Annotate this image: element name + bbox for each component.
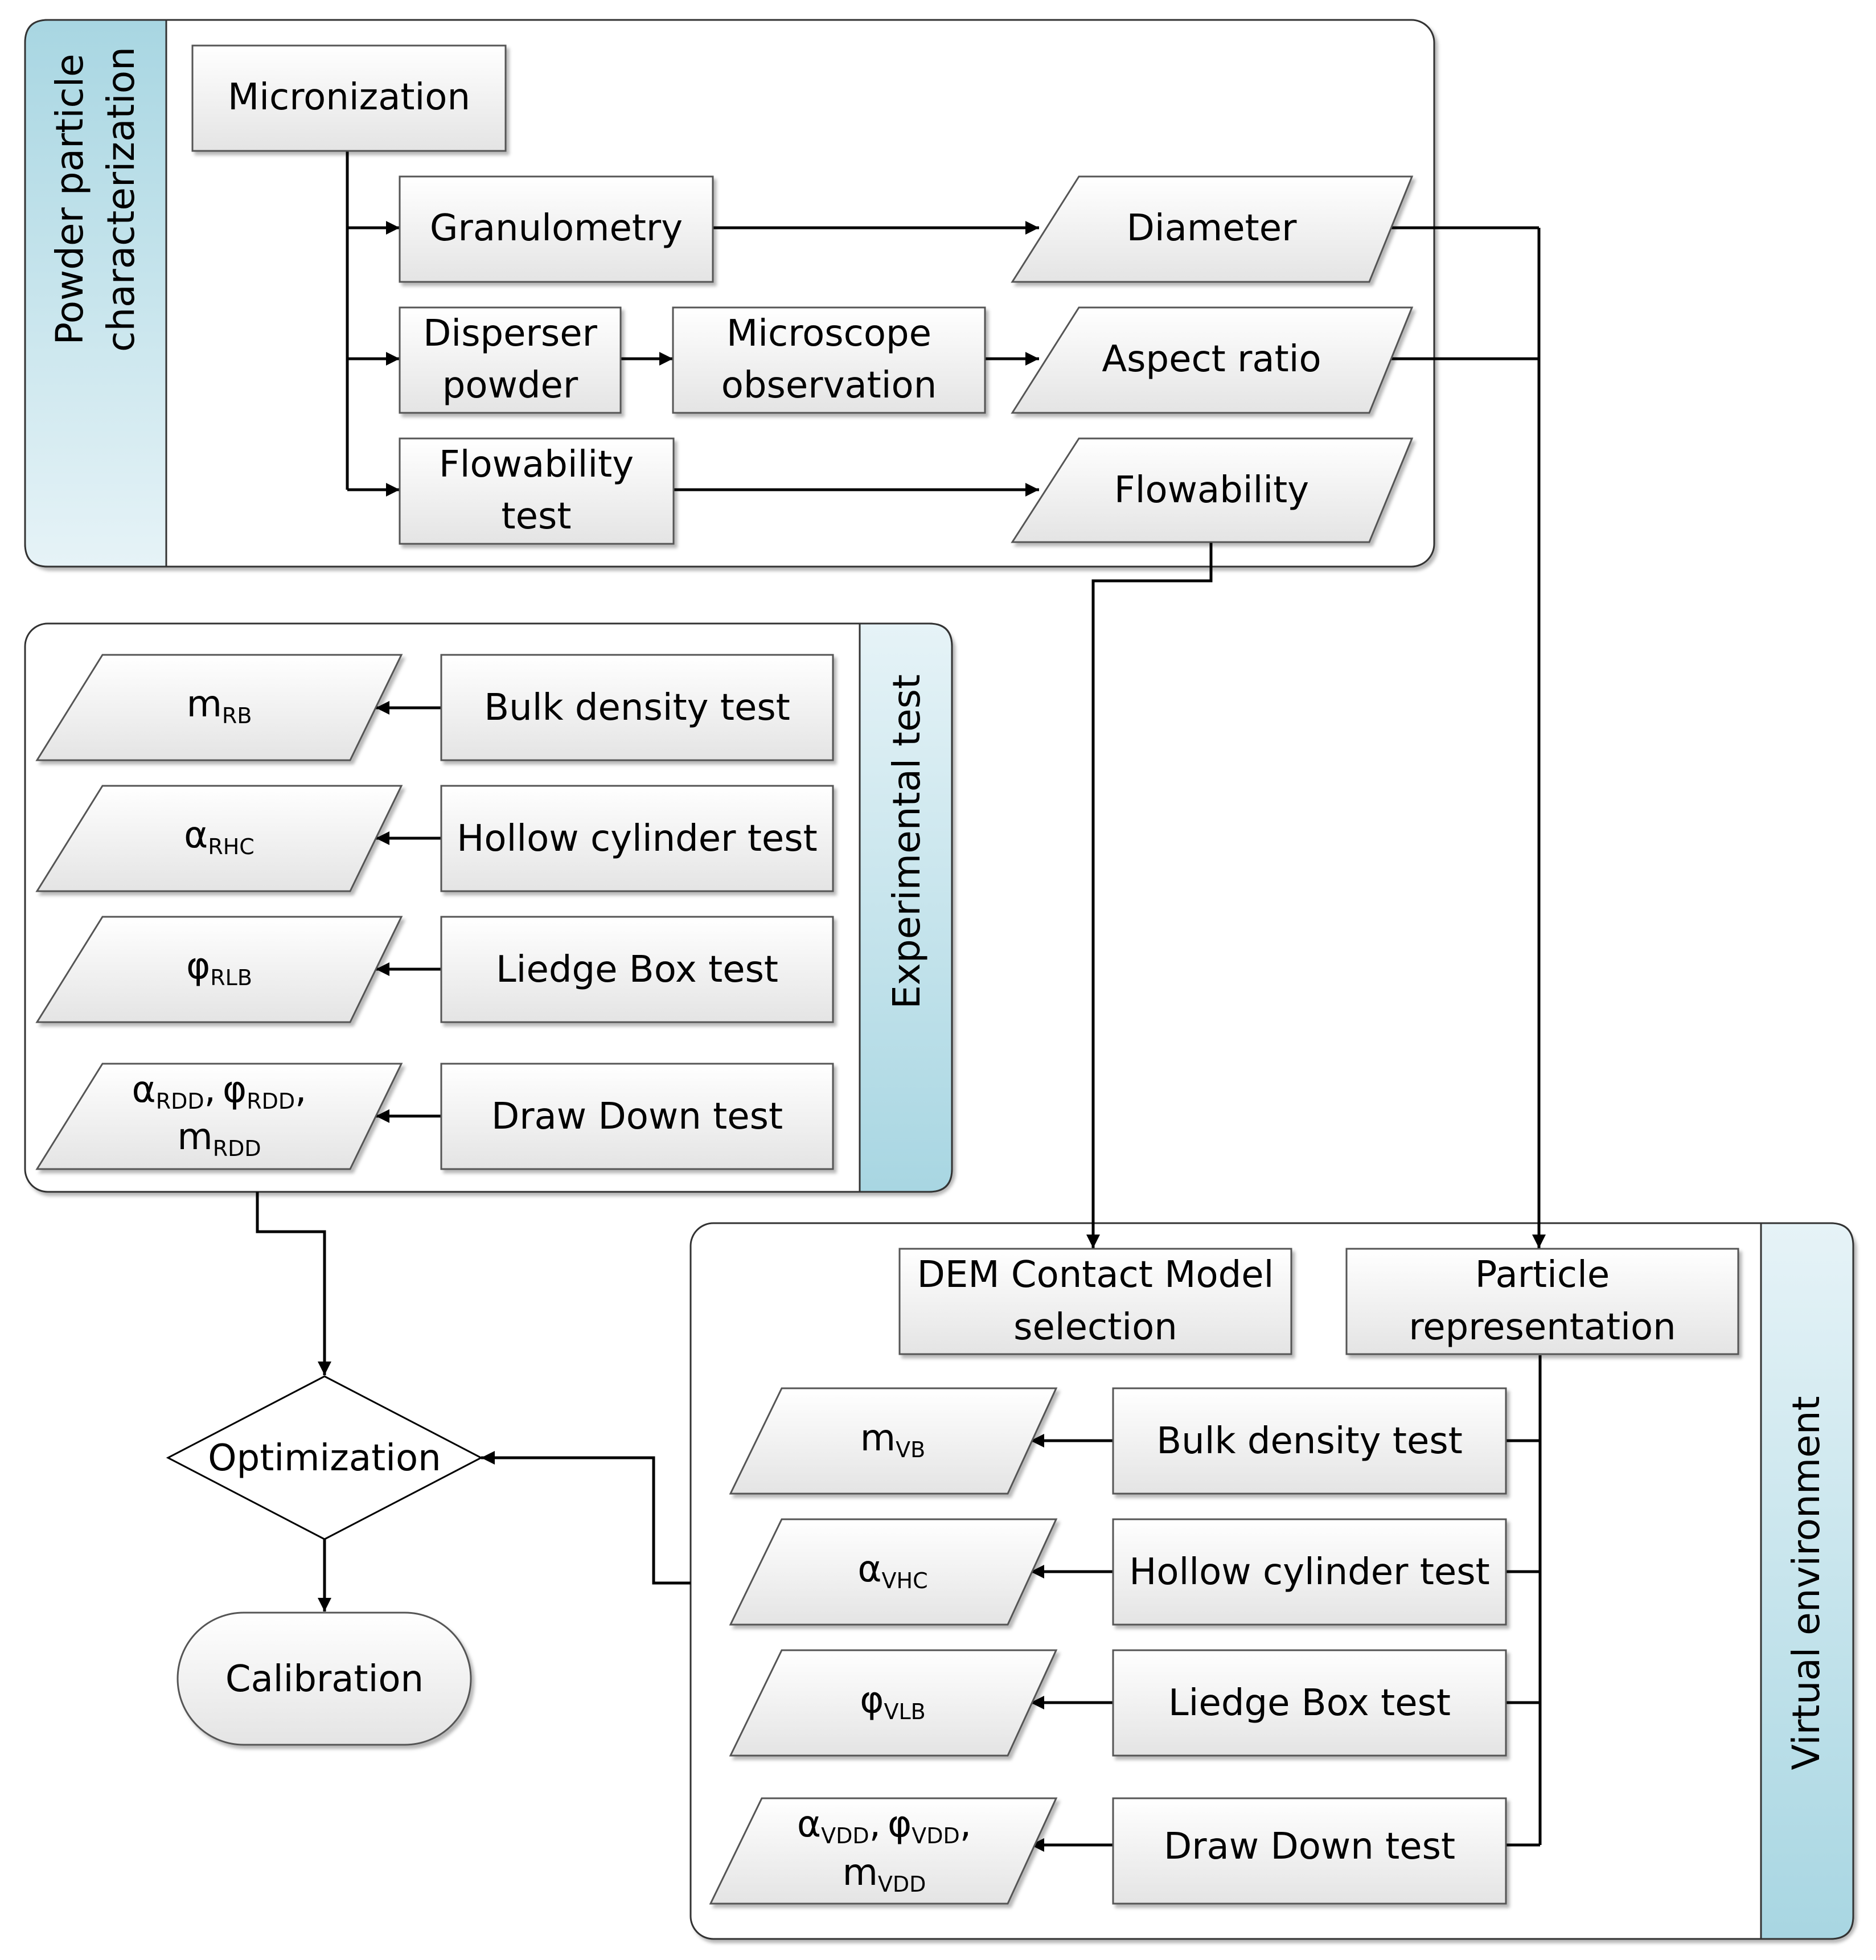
node-aspect-ratio: Aspect ratio (1011, 306, 1414, 414)
disperser-label-line1: Disperser (423, 313, 597, 355)
node-phi-vlb: φVLB (729, 1649, 1058, 1757)
virt-bulk-label: Bulk density test (1156, 1420, 1463, 1462)
dem-label-line1: DEM Contact Model (917, 1254, 1274, 1296)
arrow-flowability-dem (1086, 542, 1213, 1248)
node-exp-bulk-density-test: Bulk density test (440, 654, 834, 761)
node-diameter: Diameter (1011, 175, 1414, 283)
mrb-label: mRB (187, 683, 252, 728)
connectors (256, 151, 1546, 1852)
exp-liedge-label: Liedge Box test (496, 949, 778, 991)
phi-rlb-label: φRLB (186, 945, 252, 990)
aspect-ratio-label: Aspect ratio (1102, 338, 1321, 380)
calibration-label: Calibration (225, 1658, 424, 1700)
node-granulometry: Granulometry (399, 175, 714, 283)
disperser-label-line2: powder (442, 364, 578, 407)
powder-group-title-line2: characterization (99, 47, 143, 352)
exp-bulk-label: Bulk density test (484, 687, 790, 729)
node-virt-bulk-density-test: Bulk density test (1112, 1387, 1507, 1495)
node-virt-hollow-cylinder-test: Hollow cylinder test (1112, 1518, 1507, 1626)
rdd-label-line2: mRDD (177, 1116, 261, 1161)
node-vdd-results: αVDD,φVDD, mVDD (709, 1797, 1058, 1905)
node-alpha-vhc: αVHC (729, 1518, 1058, 1626)
diameter-label: Diameter (1127, 207, 1297, 249)
node-phi-rlb: φRLB (35, 916, 403, 1023)
micronization-label: Micronization (228, 76, 470, 118)
node-alpha-rhc: αRHC (35, 785, 403, 892)
node-micronization: Micronization (191, 44, 507, 152)
alpha-vhc-label: αVHC (857, 1548, 927, 1593)
arrow-experimental-optimization (256, 1192, 331, 1375)
node-flowability-test: Flowability test (399, 437, 675, 545)
particle-label-line1: Particle (1475, 1254, 1610, 1296)
exp-drawdown-label: Draw Down test (491, 1096, 783, 1138)
virt-hollow-label: Hollow cylinder test (1129, 1551, 1489, 1593)
group-powder-characterization: Powder particle characterization (24, 19, 1435, 568)
node-exp-draw-down-test: Draw Down test (440, 1063, 834, 1170)
phi-vlb-label: φVLB (860, 1679, 925, 1724)
node-exp-liedge-box-test: Liedge Box test (440, 916, 834, 1023)
mvb-label: mVB (860, 1417, 925, 1462)
node-disperser-powder: Disperser powder (399, 306, 622, 414)
node-microscope-observation: Microscope observation (672, 306, 986, 414)
flowability-label: Flowability (1114, 469, 1309, 511)
node-virt-draw-down-test: Draw Down test (1112, 1797, 1507, 1905)
node-rdd-results: αRDD,φRDD, mRDD (35, 1063, 403, 1170)
particle-label-line2: representation (1409, 1306, 1676, 1348)
dem-label-line2: selection (1013, 1306, 1177, 1348)
optimization-label: Optimization (208, 1437, 441, 1479)
virtual-group-title: Virtual environment (1784, 1396, 1828, 1770)
exp-hollow-label: Hollow cylinder test (457, 818, 817, 860)
microscope-label-line1: Microscope (726, 313, 931, 355)
arrow-virtual-optimization (481, 1451, 691, 1585)
virt-liedge-label: Liedge Box test (1168, 1682, 1451, 1724)
rdd-label-line1: αRDD,φRDD, (132, 1069, 307, 1114)
node-mrb: mRB (35, 654, 403, 761)
vdd-label-line1: αVDD,φVDD, (797, 1803, 971, 1848)
node-particle-representation: Particle representation (1345, 1248, 1739, 1355)
alpha-rhc-label: αRHC (184, 814, 254, 859)
node-exp-hollow-cylinder-test: Hollow cylinder test (440, 785, 834, 892)
node-calibration: Calibration (176, 1612, 472, 1746)
granulometry-label: Granulometry (430, 207, 683, 249)
node-virt-liedge-box-test: Liedge Box test (1112, 1649, 1507, 1757)
virt-drawdown-label: Draw Down test (1164, 1826, 1455, 1868)
experimental-group-title: Experimental test (885, 674, 929, 1009)
powder-group-title-line1: Powder particle (48, 54, 92, 345)
node-mvb: mVB (729, 1387, 1058, 1495)
microscope-label-line2: observation (721, 364, 937, 407)
flowability-test-label-line2: test (502, 495, 572, 538)
vdd-label-line2: mVDD (843, 1852, 926, 1897)
node-optimization: Optimization (166, 1375, 483, 1540)
flowability-test-label-line1: Flowability (439, 444, 634, 486)
group-experimental-test: Experimental test (24, 622, 953, 1193)
node-dem-contact-model: DEM Contact Model selection (898, 1248, 1292, 1355)
node-flowability: Flowability (1011, 437, 1414, 543)
